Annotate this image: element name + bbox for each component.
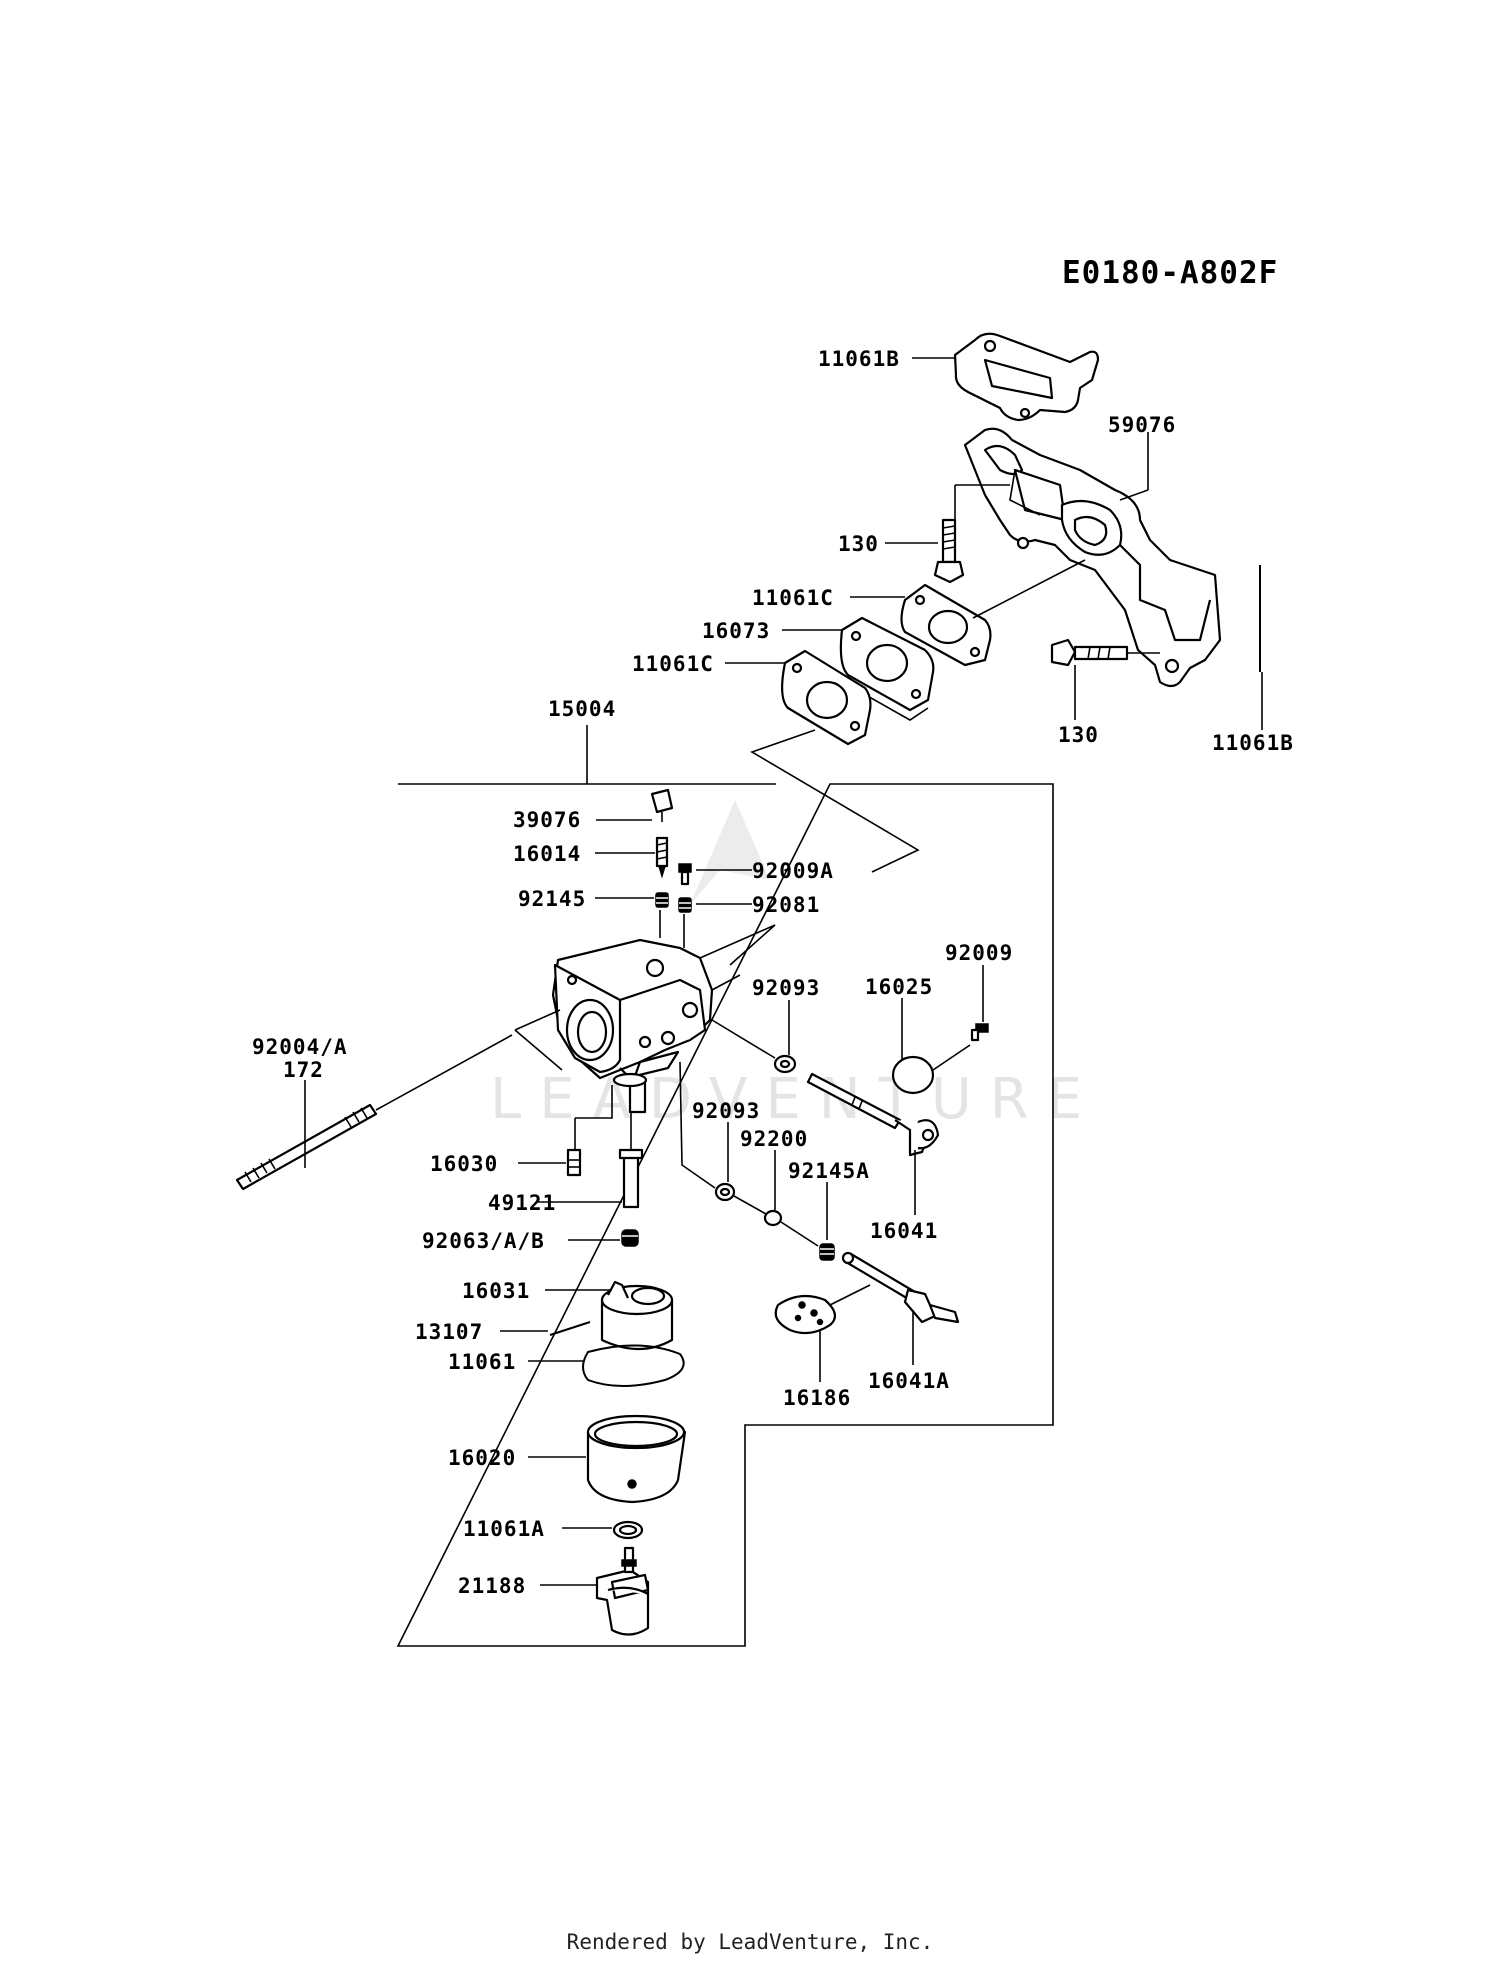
part-92009-screw[interactable] (970, 1023, 989, 1042)
part-21188-solenoid[interactable] (595, 1546, 650, 1636)
label-130-lower: 130 (1058, 723, 1099, 747)
label-11061B-top: 11061B (818, 347, 900, 371)
label-92009A: 92009A (752, 859, 834, 883)
label-59076: 59076 (1108, 413, 1176, 437)
footer-credit: Rendered by LeadVenture, Inc. (566, 1930, 934, 1954)
part-49121-emulsion-tube[interactable] (618, 1112, 644, 1209)
watermark-logo-icon (690, 800, 770, 905)
part-16031-float[interactable] (600, 1280, 674, 1350)
part-92093-washer-lower[interactable] (714, 1182, 736, 1202)
label-92145A: 92145A (788, 1159, 870, 1183)
part-92145A-spring[interactable] (819, 1243, 835, 1261)
part-92200-washer[interactable] (763, 1209, 783, 1227)
label-11061C-lower: 11061C (632, 652, 714, 676)
label-16073: 16073 (702, 619, 770, 643)
label-92093-lower: 92093 (692, 1099, 760, 1123)
part-11061B-gasket-top[interactable] (953, 332, 1100, 422)
label-13107: 13107 (415, 1320, 483, 1344)
label-39076: 39076 (513, 808, 581, 832)
label-92081: 92081 (752, 893, 820, 917)
part-92009A-screw[interactable] (678, 863, 692, 886)
label-92009: 92009 (945, 941, 1013, 965)
part-130-bolt-lower[interactable] (1050, 638, 1160, 667)
assembly-flow-line (750, 729, 920, 873)
part-92145-spring[interactable] (655, 892, 669, 908)
part-16186-choke-plate[interactable] (774, 1284, 871, 1335)
part-92063AB-main-jet[interactable] (621, 1229, 639, 1247)
label-16031: 16031 (462, 1279, 530, 1303)
part-16025-throttle-plate[interactable] (891, 1044, 971, 1095)
part-92093-washer-upper[interactable] (773, 1054, 797, 1074)
part-39076[interactable] (650, 788, 674, 822)
part-16041A-choke-shaft[interactable] (841, 1251, 960, 1324)
label-92145: 92145 (518, 887, 586, 911)
label-11061B-right: 11061B (1212, 731, 1294, 755)
part-92081-spring[interactable] (678, 897, 692, 913)
watermark-text: LEADVENTURE (490, 1067, 1100, 1132)
label-16186: 16186 (783, 1386, 851, 1410)
label-49121: 49121 (488, 1191, 556, 1215)
part-16020-float-bowl[interactable] (586, 1414, 687, 1504)
label-16041A: 16041A (868, 1369, 950, 1393)
label-11061C-upper: 11061C (752, 586, 834, 610)
part-16014-needle[interactable] (655, 836, 669, 879)
part-11061-o-ring[interactable] (582, 1344, 685, 1387)
label-16014: 16014 (513, 842, 581, 866)
label-92004A: 92004/A (252, 1035, 348, 1059)
label-11061A: 11061A (463, 1517, 545, 1541)
part-11061A-washer[interactable] (612, 1520, 644, 1540)
part-130-bolt-upper[interactable] (933, 484, 1010, 584)
label-92063AB: 92063/A/B (422, 1229, 545, 1253)
watermark: LEADVENTURE (490, 800, 1100, 1132)
label-92200: 92200 (740, 1127, 808, 1151)
part-16030-jet[interactable] (566, 1148, 582, 1177)
label-172: 172 (283, 1058, 324, 1082)
label-130-upper: 130 (838, 532, 879, 556)
part-59076-intake-manifold[interactable] (963, 427, 1222, 688)
label-21188: 21188 (458, 1574, 526, 1598)
part-11061C-gasket-lower[interactable] (781, 649, 872, 746)
label-16025: 16025 (865, 975, 933, 999)
part-16073-insulator[interactable] (839, 616, 935, 721)
label-11061: 11061 (448, 1350, 516, 1374)
part-92004A-stud[interactable] (235, 1034, 513, 1191)
label-16030: 16030 (430, 1152, 498, 1176)
part-carburetor-body[interactable] (551, 938, 741, 1114)
part-13107-float-pin[interactable] (549, 1321, 591, 1336)
label-16041: 16041 (870, 1219, 938, 1243)
part-16041-throttle-shaft[interactable] (806, 1072, 940, 1157)
part-11061C-gasket-upper[interactable] (900, 583, 992, 667)
label-16020: 16020 (448, 1446, 516, 1470)
label-92093-upper: 92093 (752, 976, 820, 1000)
diagram-code: E0180-A802F (1062, 255, 1278, 291)
label-15004: 15004 (548, 697, 616, 721)
